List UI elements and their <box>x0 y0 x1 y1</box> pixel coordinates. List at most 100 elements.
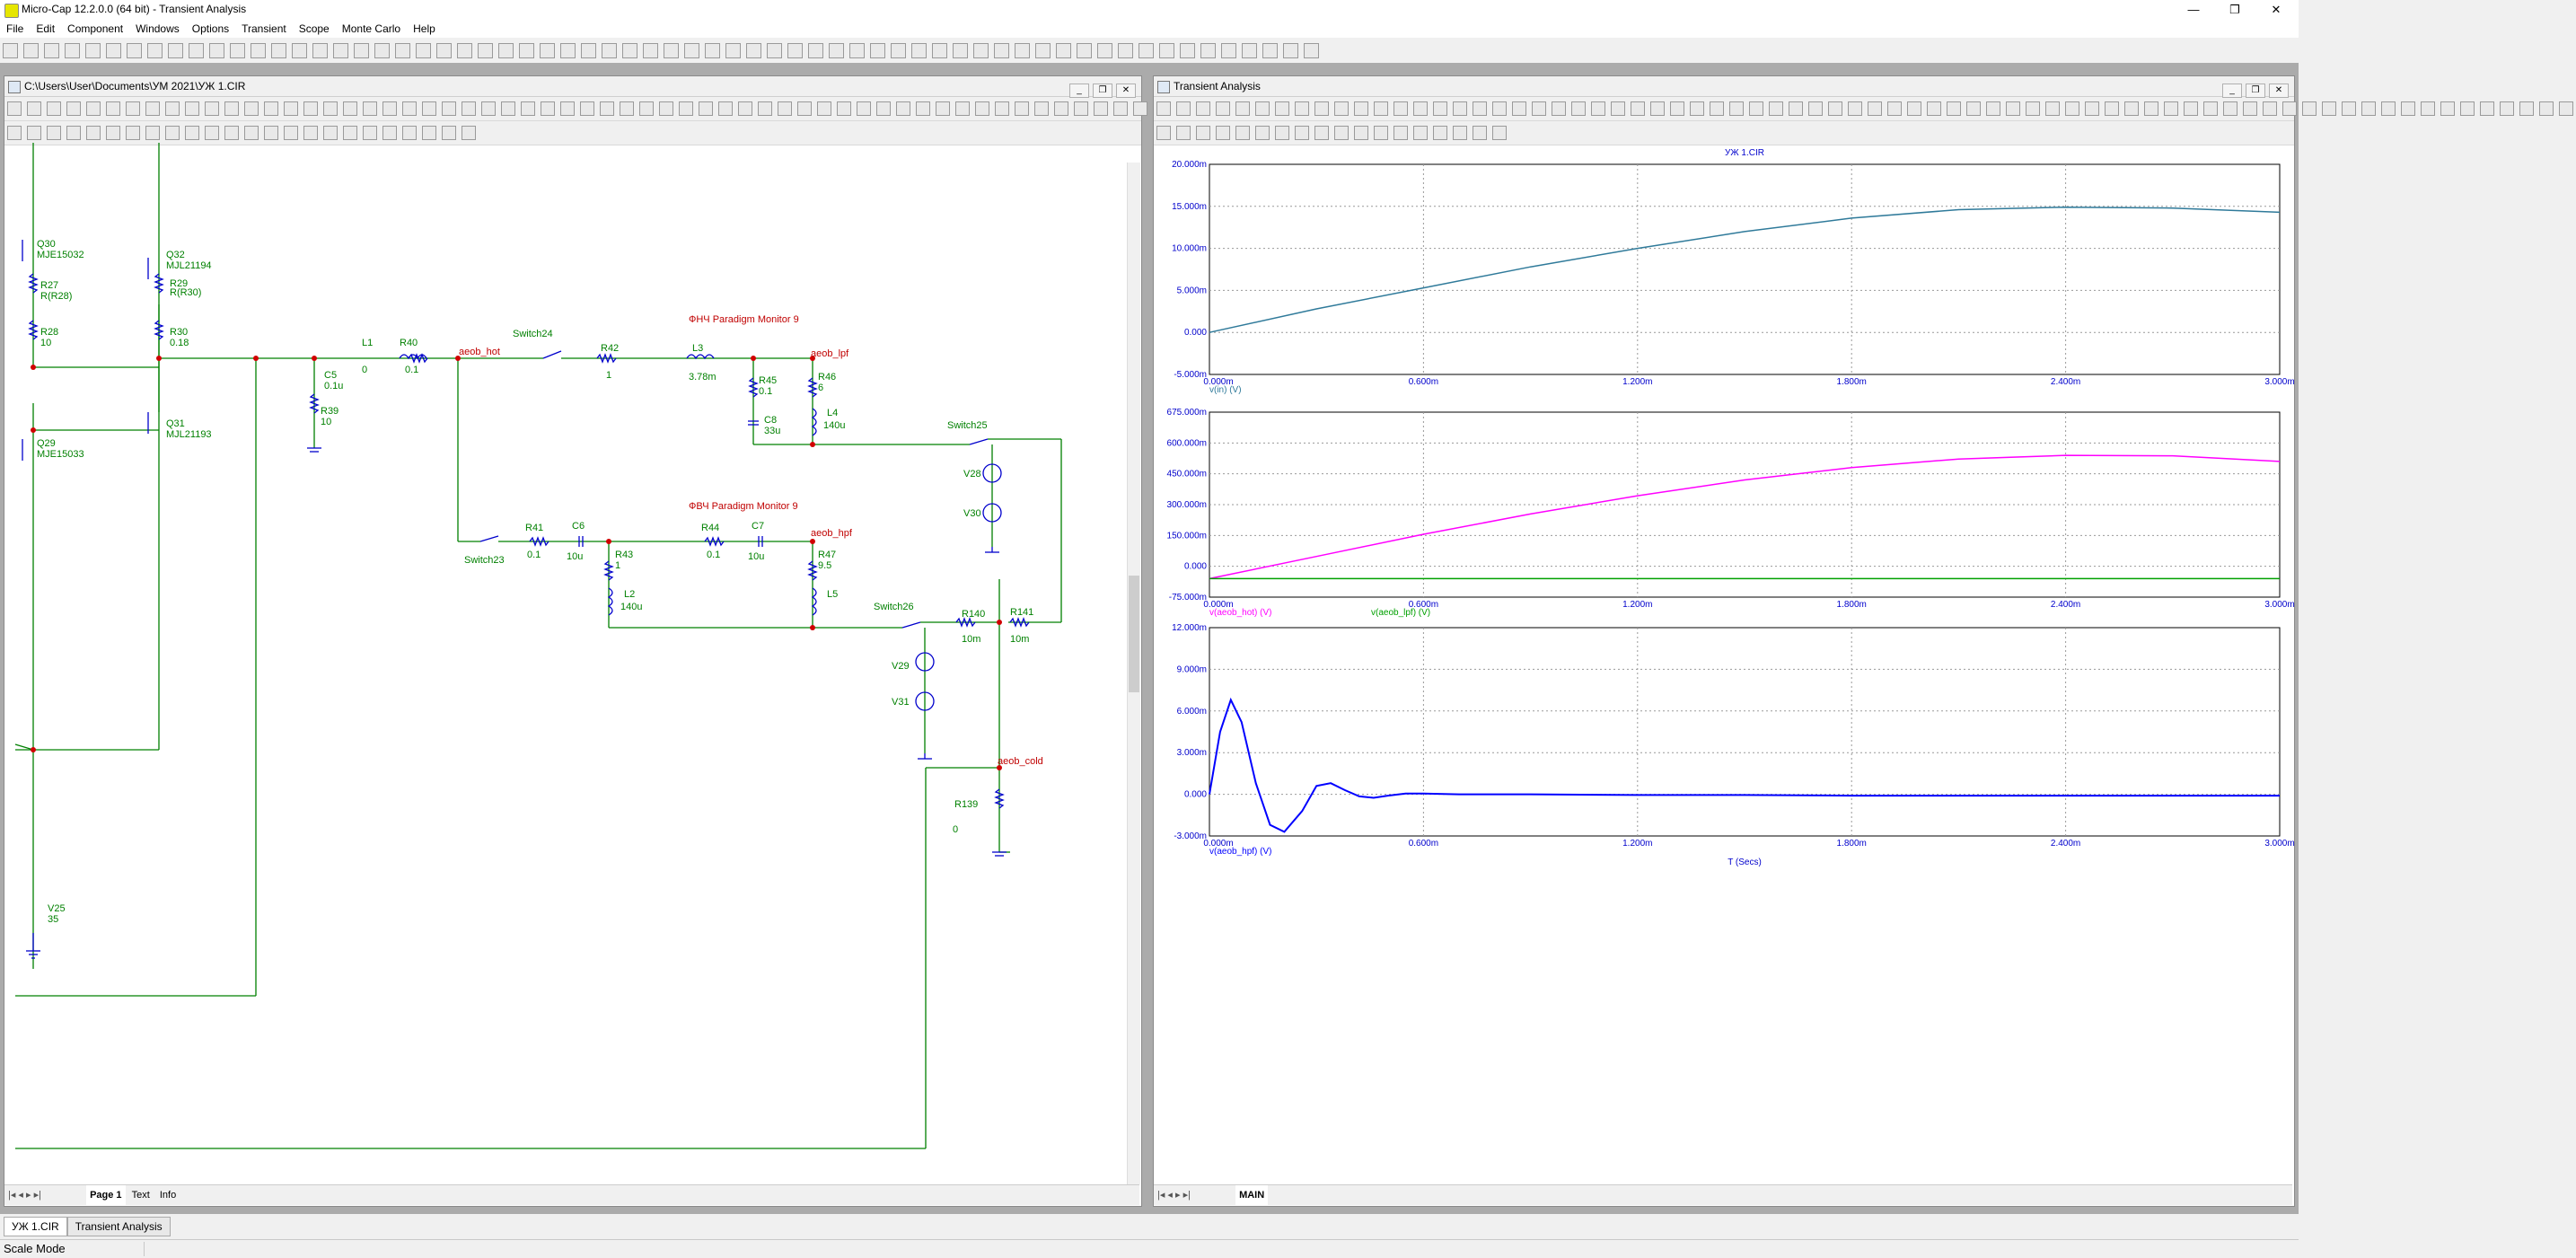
schematic-tool-icon[interactable] <box>185 101 199 116</box>
analysis-tool-icon[interactable] <box>2539 101 2554 116</box>
schematic-edit-tool-icon[interactable] <box>402 126 417 140</box>
main-tool-icon[interactable] <box>333 43 348 58</box>
main-tool-icon[interactable] <box>85 43 101 58</box>
schematic-tool-icon[interactable] <box>1054 101 1068 116</box>
schematic-edit-tool-icon[interactable] <box>323 126 338 140</box>
analysis-tool-icon[interactable] <box>1927 101 1941 116</box>
schematic-tool-icon[interactable] <box>975 101 989 116</box>
analysis-tool-icon[interactable] <box>2203 101 2218 116</box>
analysis-tool-icon[interactable] <box>1275 101 1289 116</box>
page-tab-info[interactable]: Info <box>159 1190 177 1201</box>
analysis-tool-icon[interactable] <box>1295 101 1309 116</box>
main-tool-icon[interactable] <box>498 43 514 58</box>
analysis-tool-icon[interactable] <box>1887 101 1902 116</box>
analysis-tool-icon[interactable] <box>2381 101 2396 116</box>
main-tool-icon[interactable] <box>374 43 390 58</box>
main-tool-icon[interactable] <box>1097 43 1112 58</box>
main-tool-icon[interactable] <box>560 43 576 58</box>
analysis-tool-icon[interactable] <box>2065 101 2079 116</box>
schematic-tool-icon[interactable] <box>402 101 417 116</box>
schematic-tool-icon[interactable] <box>323 101 338 116</box>
analysis-tool-icon[interactable] <box>1907 101 1921 116</box>
main-tool-icon[interactable] <box>725 43 741 58</box>
analysis-tool-icon[interactable] <box>2480 101 2494 116</box>
analysis-edit-tool-icon[interactable] <box>1314 126 1329 140</box>
schematic-tool-icon[interactable] <box>422 101 436 116</box>
schematic-tool-icon[interactable] <box>284 101 298 116</box>
analysis-tool-icon[interactable] <box>2302 101 2317 116</box>
analysis-tool-icon[interactable] <box>1710 101 1724 116</box>
main-tool-icon[interactable] <box>271 43 286 58</box>
schematic-edit-tool-icon[interactable] <box>343 126 357 140</box>
analysis-tool-icon[interactable] <box>1966 101 1981 116</box>
analysis-tool-icon[interactable] <box>1532 101 1546 116</box>
schematic-tool-icon[interactable] <box>382 101 397 116</box>
main-tool-icon[interactable] <box>354 43 369 58</box>
schematic-tool-icon[interactable] <box>541 101 555 116</box>
schematic-tool-icon[interactable] <box>1133 101 1147 116</box>
schematic-tool-icon[interactable] <box>303 101 318 116</box>
main-tool-icon[interactable] <box>436 43 452 58</box>
analysis-tool-icon[interactable] <box>2045 101 2060 116</box>
main-tool-icon[interactable] <box>808 43 823 58</box>
analysis-edit-tool-icon[interactable] <box>1433 126 1447 140</box>
schematic-canvas[interactable]: Q30 MJE15032 Q32 MJL21194 R27 R(R28) R29… <box>4 143 1127 1172</box>
schematic-edit-tool-icon[interactable] <box>27 126 41 140</box>
menu-options[interactable]: Options <box>191 22 230 35</box>
main-tool-icon[interactable] <box>519 43 534 58</box>
analysis-tool-icon[interactable] <box>1413 101 1428 116</box>
doc-tab-analysis[interactable]: Transient Analysis <box>66 1217 171 1236</box>
schematic-tool-icon[interactable] <box>896 101 910 116</box>
doc-tab-schematic[interactable]: УЖ 1.CIR <box>4 1217 67 1236</box>
analysis-tool-icon[interactable] <box>1433 101 1447 116</box>
schematic-tool-icon[interactable] <box>857 101 871 116</box>
analysis-tool-icon[interactable] <box>1650 101 1665 116</box>
menu-edit[interactable]: Edit <box>36 22 56 35</box>
main-tool-icon[interactable] <box>684 43 699 58</box>
analysis-tool-icon[interactable] <box>2421 101 2435 116</box>
schematic-edit-tool-icon[interactable] <box>462 126 476 140</box>
schematic-tool-icon[interactable] <box>224 101 239 116</box>
analysis-tool-icon[interactable] <box>1354 101 1368 116</box>
analysis-tool-icon[interactable] <box>2026 101 2040 116</box>
schematic-edit-tool-icon[interactable] <box>185 126 199 140</box>
analysis-tool-icon[interactable] <box>1571 101 1586 116</box>
schematic-tool-icon[interactable] <box>165 101 180 116</box>
page-tab-text[interactable]: Text <box>131 1190 150 1201</box>
schematic-tool-icon[interactable] <box>363 101 377 116</box>
analysis-tool-icon[interactable] <box>2006 101 2020 116</box>
analysis-tool-icon[interactable] <box>2105 101 2119 116</box>
schematic-tool-icon[interactable] <box>620 101 634 116</box>
schematic-tool-icon[interactable] <box>27 101 41 116</box>
analysis-tool-icon[interactable] <box>1196 101 1210 116</box>
main-tool-icon[interactable] <box>849 43 865 58</box>
main-tool-icon[interactable] <box>705 43 720 58</box>
schematic-tool-icon[interactable] <box>679 101 693 116</box>
menu-component[interactable]: Component <box>67 22 124 35</box>
menu-help[interactable]: Help <box>413 22 435 35</box>
analysis-tool-icon[interactable] <box>2500 101 2514 116</box>
main-tool-icon[interactable] <box>1077 43 1092 58</box>
main-tool-icon[interactable] <box>1262 43 1278 58</box>
main-tool-icon[interactable] <box>1035 43 1051 58</box>
main-tool-icon[interactable] <box>891 43 906 58</box>
menu-transient[interactable]: Transient <box>242 22 286 35</box>
schematic-tool-icon[interactable] <box>738 101 752 116</box>
menu-scope[interactable]: Scope <box>298 22 330 35</box>
analysis-tool-icon[interactable] <box>1828 101 1842 116</box>
analysis-tool-icon[interactable] <box>1334 101 1349 116</box>
schematic-edit-tool-icon[interactable] <box>244 126 259 140</box>
schematic-tool-icon[interactable] <box>1113 101 1128 116</box>
schematic-tool-icon[interactable] <box>343 101 357 116</box>
analysis-tool-icon[interactable] <box>2519 101 2534 116</box>
schematic-tool-icon[interactable] <box>521 101 535 116</box>
analysis-tool-icon[interactable] <box>1611 101 1625 116</box>
schematic-edit-tool-icon[interactable] <box>382 126 397 140</box>
plot-area[interactable]: УЖ 1.CIR20.000m15.000m10.000m5.000m0.000… <box>1154 143 2295 1181</box>
analysis-edit-tool-icon[interactable] <box>1176 126 1191 140</box>
schematic-close-button[interactable]: ✕ <box>1116 84 1136 98</box>
schematic-tool-icon[interactable] <box>837 101 851 116</box>
analysis-tool-icon[interactable] <box>1552 101 1566 116</box>
analysis-edit-tool-icon[interactable] <box>1492 126 1507 140</box>
main-tool-icon[interactable] <box>973 43 989 58</box>
